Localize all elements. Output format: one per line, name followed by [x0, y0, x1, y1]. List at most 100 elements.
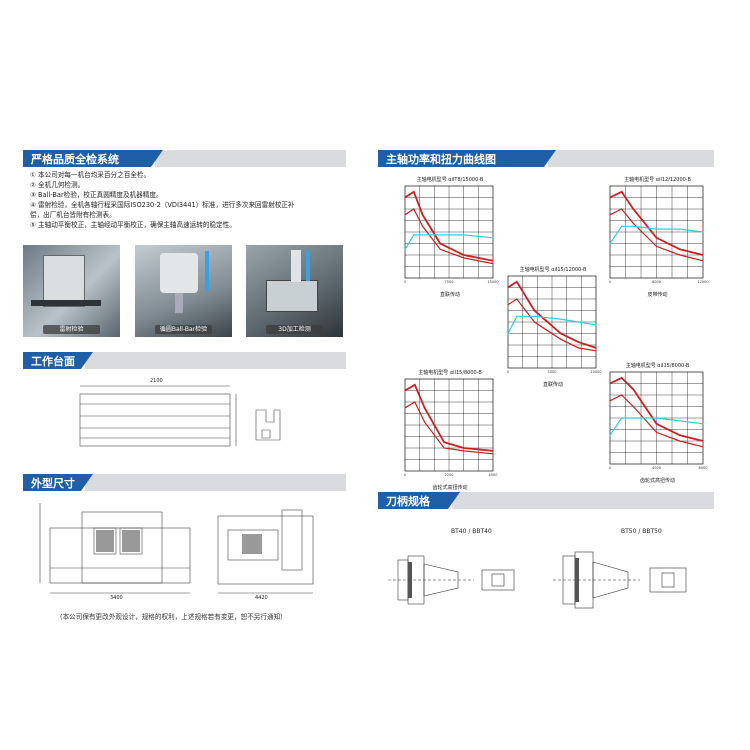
data-point: [621, 394, 623, 396]
data-point: [702, 254, 704, 256]
data-point: [404, 196, 406, 199]
x-tick-label: 12000: [697, 280, 708, 284]
data-point: [533, 315, 535, 317]
data-point: [702, 423, 704, 425]
data-point: [413, 234, 415, 236]
chart-subtitle: 皮带传动: [647, 291, 667, 298]
data-point: [516, 298, 518, 300]
data-point: [679, 420, 681, 422]
series-line: [609, 417, 704, 436]
data-point: [560, 318, 562, 320]
data-point: [507, 304, 509, 306]
data-point: [595, 324, 597, 326]
data-point: [702, 260, 704, 262]
data-point: [655, 245, 658, 247]
data-point: [621, 191, 623, 193]
chart-title: 主轴电机型号 αiIT8/15000-B: [417, 176, 484, 183]
data-point: [492, 450, 494, 452]
x-tick-label: 0: [404, 280, 406, 284]
data-point: [577, 341, 579, 343]
data-point: [439, 248, 441, 250]
section-outline-title: 外型尺寸: [23, 474, 93, 491]
photo-caption: 3D加工检测: [266, 325, 323, 334]
chart-title: 主轴电机型号 αiI15/8000-B: [626, 362, 690, 369]
data-point: [443, 447, 445, 449]
data-point: [463, 234, 465, 236]
data-point: [655, 237, 658, 239]
outline-drawing: [39, 503, 314, 594]
data-point: [621, 225, 623, 227]
x-tick-label: 2250: [445, 473, 454, 477]
x-tick-label: 0: [609, 466, 611, 470]
data-point: [632, 208, 634, 210]
tool-right-label: BT50 / BBT50: [621, 528, 662, 535]
data-point: [609, 434, 611, 436]
x-tick-label: 7500: [445, 280, 454, 284]
data-point: [507, 286, 509, 289]
data-point: [621, 417, 623, 419]
data-point: [492, 453, 494, 455]
data-point: [507, 332, 509, 335]
data-point: [702, 231, 704, 233]
x-tick-label: 6000: [652, 280, 661, 284]
series-line: [404, 208, 494, 265]
data-point: [621, 377, 623, 379]
data-point: [439, 242, 441, 245]
series-line: [404, 401, 494, 455]
data-point: [632, 417, 634, 419]
data-point: [655, 417, 658, 419]
data-point: [439, 234, 441, 236]
data-point: [577, 347, 579, 349]
data-point: [702, 440, 704, 442]
section-curves-title: 主轴功率和扭力曲线图: [378, 150, 556, 167]
x-tick-label: 0: [609, 280, 611, 284]
data-point: [414, 401, 416, 403]
quality-list: ① 本公司对每一机台均采百分之百全检。 ② 全机几何检测。 ③ Ball-Bar…: [30, 170, 350, 230]
data-point: [632, 222, 634, 224]
data-point: [443, 441, 445, 443]
series-line: [609, 394, 704, 448]
section-table-title: 工作台面: [23, 352, 93, 369]
data-point: [679, 440, 681, 442]
data-point: [492, 260, 494, 262]
data-point: [463, 450, 465, 452]
data-point: [423, 407, 426, 409]
data-point: [404, 389, 406, 392]
series-line: [507, 298, 597, 352]
data-point: [492, 263, 494, 265]
x-tick-label: 8000: [699, 466, 708, 470]
x-tick-label: 0: [507, 370, 509, 374]
chart-subtitle: 直联传动: [543, 381, 563, 388]
chart-subtitle: 齿轮式高扭传动: [432, 484, 467, 491]
data-point: [533, 309, 535, 312]
data-point: [702, 446, 704, 448]
data-point: [655, 431, 658, 433]
data-point: [404, 248, 406, 250]
data-point: [516, 281, 518, 283]
section-quality-title: 严格品质全检系统: [23, 150, 163, 167]
list-item: ③ Ball-Bar检验，校正真圆精度及机器精度。: [30, 191, 163, 199]
data-point: [577, 321, 579, 323]
table-dimension: 2100: [150, 378, 163, 384]
list-item: ② 全机几何检测。: [30, 181, 85, 189]
x-tick-label: 15000: [487, 280, 498, 284]
series-line: [507, 280, 597, 349]
list-item: ① 本公司对每一机台均采百分之百全检。: [30, 171, 151, 179]
chart-subtitle: 齿轮式高扭传动: [640, 477, 675, 484]
data-point: [655, 423, 658, 425]
data-point: [609, 400, 611, 402]
list-item: 偿，出厂机台皆附有检测表。: [30, 211, 116, 219]
section-tool-title: 刀柄规格: [378, 492, 460, 509]
section-curves-header: 主轴功率和扭力曲线图: [378, 150, 714, 167]
chart-title: 主轴电机型号 αiI15/8000-B: [418, 369, 482, 376]
x-tick-label: 4000: [652, 466, 661, 470]
data-point: [679, 228, 681, 230]
data-point: [609, 242, 611, 245]
list-item: ⑤ 主轴动平衡校正，主轴经动平衡校正，确保主轴高速运转的稳定性。: [30, 221, 236, 229]
data-point: [413, 191, 415, 193]
data-point: [422, 214, 424, 216]
x-tick-label: 10000: [590, 370, 601, 374]
